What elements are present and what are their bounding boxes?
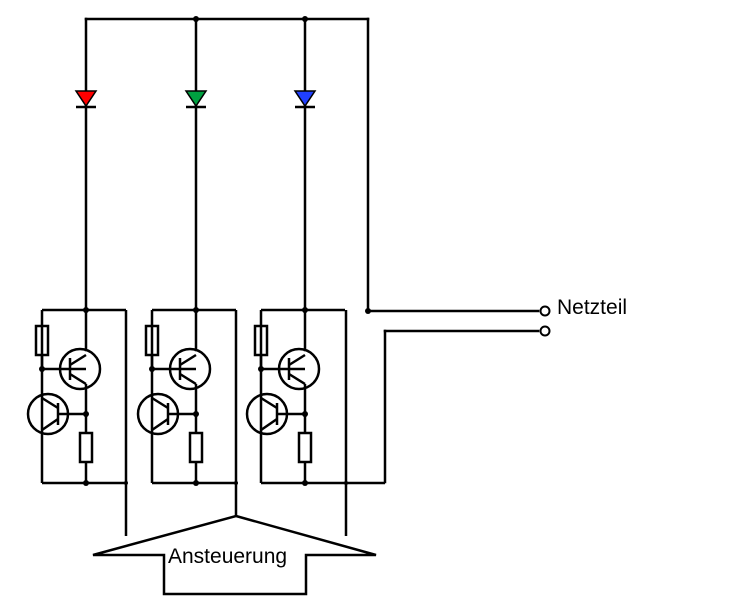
power-supply-label: Netzteil — [557, 296, 628, 319]
driver-stage-2 — [136, 308, 236, 485]
transistor-npn-upper — [277, 347, 321, 391]
transistor-npn-upper — [58, 347, 102, 391]
control-label: Ansteuerung — [168, 545, 288, 568]
led-blue — [293, 90, 317, 109]
terminal-negative — [539, 325, 551, 337]
junctions — [39, 16, 371, 486]
resistor-emitter — [78, 431, 94, 464]
resistor-emitter — [188, 431, 204, 464]
terminal-positive — [539, 305, 551, 317]
led-red — [74, 90, 98, 109]
resistor-emitter — [297, 431, 313, 464]
driver-stage-3 — [245, 308, 385, 485]
control-arrow — [92, 514, 377, 596]
driver-stage-1 — [26, 308, 126, 485]
transistor-npn-upper — [168, 347, 212, 391]
led-green — [184, 90, 208, 109]
